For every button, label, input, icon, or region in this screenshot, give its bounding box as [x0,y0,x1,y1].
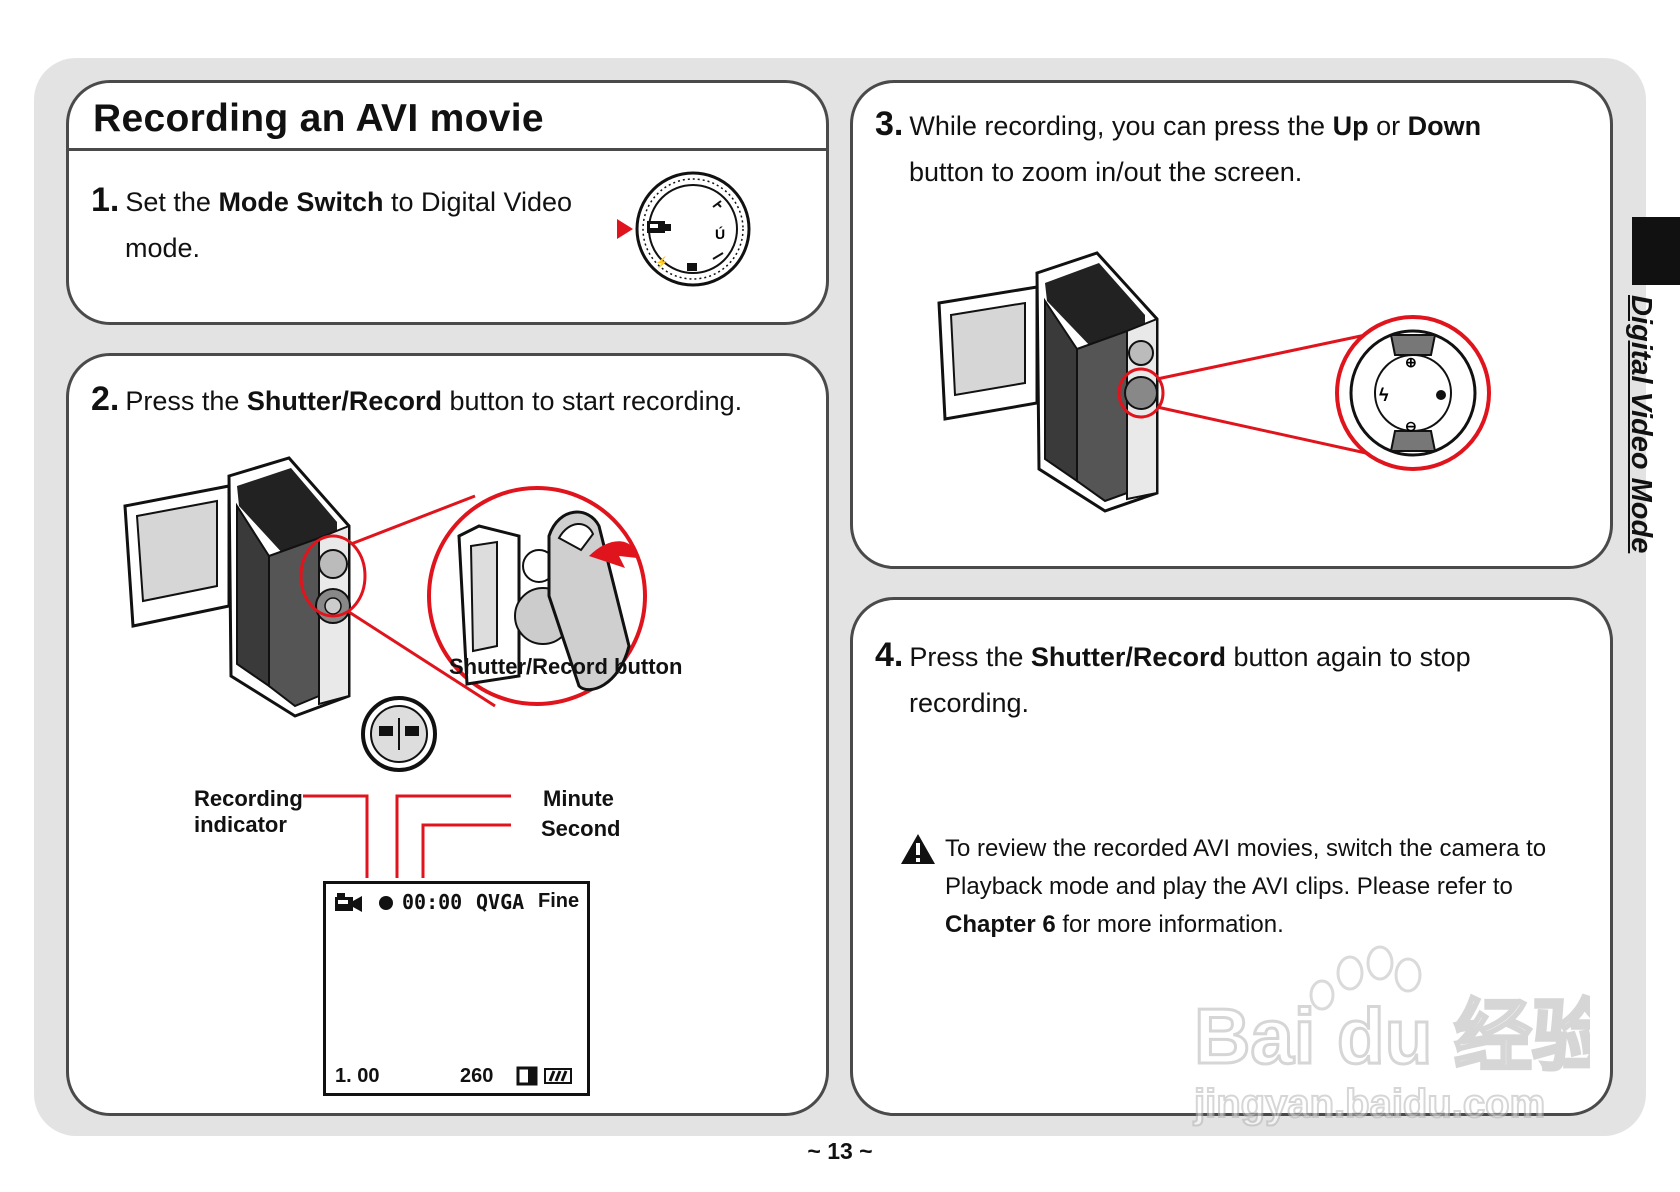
step-2-text: 2.Press the Shutter/Record button to sta… [91,380,743,418]
memory-card-icon [516,1066,538,1086]
review-note: To review the recorded AVI movies, switc… [899,830,1559,944]
panel-step-4: 4.Press the Shutter/Record button again … [850,597,1613,1116]
callout-recording-indicator: Recording indicator [194,786,303,837]
lcd-zoom: 1. 00 [335,1065,380,1087]
lcd-shots-remaining: 260 [460,1065,494,1087]
baidu-watermark: Bai du 经验 jingyan.baidu.com [1190,945,1612,1130]
panel-step-3: 3.While recording, you can press the Up … [850,80,1613,569]
panel-step-1: Recording an AVI movie 1.Set the Mode Sw… [66,80,829,325]
recording-dot-icon [379,896,393,910]
chapter-tab-marker [1632,217,1680,285]
title-divider [69,148,826,151]
page-title: Recording an AVI movie [93,97,544,140]
mode-dial-icon: Ú ⚡ [617,171,751,287]
chapter-side-label: Digital Video Mode [1625,295,1657,554]
lcd-time: 00:00 [402,890,463,914]
warning-icon [901,834,935,864]
mode-switch-label: Mode Switch [218,187,384,217]
chapter-reference: Chapter 6 [945,911,1056,938]
step-number: 1. [91,181,120,219]
svg-text:ϟ: ϟ [1379,385,1389,405]
video-mode-icon [335,893,362,912]
lcd-quality: Fine [538,890,580,912]
callout-second: Second [541,816,621,841]
svg-text:⊕: ⊕ [1405,354,1417,370]
zoom-button-icon: ⊕ ⊖ ϟ [937,251,1491,513]
up-button-label: Up [1332,111,1369,141]
shutter-record-label: Shutter/Record [246,386,442,416]
lcd-screen: 00:00 QVGA Fine 1. 00 260 [323,881,590,1096]
lcd-resolution: QVGA [476,890,525,914]
watermark-logo-text: Bai du 经验 [1194,992,1590,1080]
shutter-button-caption: Shutter/Record button [449,654,683,679]
shutter-record-label: Shutter/Record [1030,642,1226,672]
lcd-callout-lines [303,794,511,878]
step-1-text: 1.Set the Mode Switch to Digital Video m… [91,181,573,263]
svg-text:⚡: ⚡ [655,256,669,269]
svg-text:⊖: ⊖ [1405,418,1417,434]
callout-minute: Minute [543,786,614,811]
step-4-text: 4.Press the Shutter/Record button again … [875,636,1471,718]
down-button-label: Down [1407,111,1482,141]
watermark-url: jingyan.baidu.com [1193,1082,1545,1126]
svg-text:Ú: Ú [715,225,725,242]
step-3-text: 3.While recording, you can press the Up … [875,105,1482,187]
panel-step-2: 2.Press the Shutter/Record button to sta… [66,353,829,1116]
camcorder-icon [123,456,647,772]
battery-icon [544,1068,572,1084]
page-number: ~ 13 ~ [807,1138,873,1164]
